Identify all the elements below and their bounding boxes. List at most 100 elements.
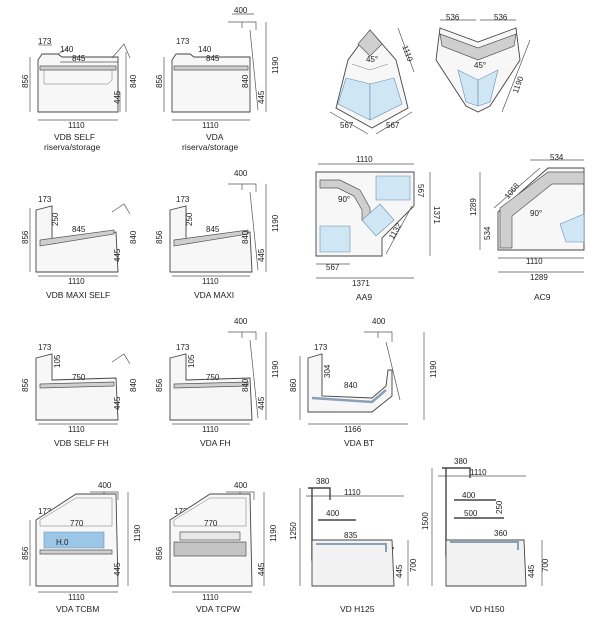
dim-835: 835 [344,531,358,540]
drawing-aa9: 1110 90° 567 1371 1132 567 1371 AA9 [315,155,441,302]
dim-1289: 1289 [530,273,548,282]
drawing-vda-tcpw: 400 173 770 856 1190 445 1110 VDA TCPW [155,481,278,614]
dim-536: 536 [446,13,460,22]
dim-840: 840 [241,74,250,88]
dim-400: 400 [234,6,248,15]
drawing-vd-h125: 380 1110 400 835 1250 445 700 VD H125 [289,477,418,614]
dim-1110: 1110 [400,44,414,63]
dim-1190: 1190 [271,214,280,232]
drawing-vda-bt: 400 173 304 840 860 1190 1166 VDA BT [289,317,438,448]
dim-534: 534 [550,153,564,162]
drawing-vda: 400 173 140 845 856 840 1190 445 1110 VD… [155,6,280,152]
caption-vd-h150: VD H150 [470,604,505,614]
dim-845: 845 [72,225,86,234]
dim-173: 173 [174,507,188,516]
drawing-vda-tcbm: 400 173 770 H.0 856 1190 445 1110 VDA TC… [21,481,142,614]
dim-1190: 1190 [429,360,438,378]
dim-105: 105 [187,354,196,368]
dim-856: 856 [155,378,164,392]
dim-445: 445 [527,564,536,578]
dim-140: 140 [198,45,212,54]
drawing-vda-maxi: 400 173 250 845 856 840 1190 445 1110 VD… [155,169,280,300]
dim-770: 770 [204,519,218,528]
dim-400: 400 [234,481,248,490]
dim-1110: 1110 [344,488,361,497]
dim-173: 173 [38,343,52,352]
dim-840: 840 [241,378,250,392]
drawing-vda-fh: 400 173 105 750 856 840 1190 445 1110 VD… [155,317,280,448]
caption-storage: riserva/storage [182,142,238,152]
dim-840: 840 [129,74,138,88]
dim-445: 445 [113,562,122,576]
dim-1110: 1110 [202,121,219,130]
dim-445: 445 [113,90,122,104]
dim-445: 445 [395,564,404,578]
dim-1190: 1190 [511,75,526,95]
dim-1110: 1110 [202,277,219,286]
dim-380: 380 [454,457,468,466]
dim-250: 250 [51,212,60,226]
dim-400: 400 [326,509,340,518]
caption-vda-tcpw: VDA TCPW [196,604,240,614]
dim-567: 567 [386,121,400,130]
dim-360: 360 [494,529,508,538]
drawing-vd-h150: 380 1110 400 500 250 360 1500 445 700 VD… [421,457,550,614]
caption-aa9: AA9 [356,292,372,302]
dim-1371: 1371 [432,206,441,224]
dim-105: 105 [53,354,62,368]
dim-1110: 1110 [526,257,543,266]
drawing-vdb-maxi-self: 173 250 845 856 840 445 1110 VDB MAXI SE… [21,195,138,300]
dim-250: 250 [495,500,504,514]
dim-750: 750 [72,373,86,382]
dim-400: 400 [234,169,248,178]
dim-173: 173 [38,37,52,46]
dim-173: 173 [38,195,52,204]
dim-445: 445 [257,90,266,104]
dim-856: 856 [155,230,164,244]
dim-400: 400 [98,481,112,490]
dim-90deg: 90° [530,209,542,218]
dim-856: 856 [155,546,164,560]
dim-860: 860 [289,378,298,392]
dim-1190: 1190 [269,524,278,542]
dim-1250: 1250 [289,522,298,540]
caption-vdb-maxi-self: VDB MAXI SELF [46,290,110,300]
caption-vdb-self-fh: VDB SELF FH [54,438,109,448]
dim-534: 534 [483,226,492,240]
dim-536: 536 [494,13,508,22]
dim-445: 445 [113,396,122,410]
dim-445: 445 [257,562,266,576]
caption-vda-bt: VDA BT [344,438,374,448]
label-h0: H.0 [56,538,69,547]
caption-vda-tcbm: VDA TCBM [56,604,99,614]
dim-140: 140 [60,45,74,54]
dim-90deg: 90° [338,195,350,204]
dim-845: 845 [72,54,86,63]
dim-856: 856 [21,74,30,88]
dim-1110: 1110 [68,425,85,434]
dim-173: 173 [176,37,190,46]
dim-770: 770 [70,519,84,528]
dim-856: 856 [21,230,30,244]
dim-840: 840 [129,230,138,244]
dim-445: 445 [257,248,266,262]
dim-500: 500 [464,509,478,518]
dim-173: 173 [314,343,328,352]
caption-vda-fh: VDA FH [200,438,231,448]
dim-400: 400 [372,317,386,326]
dim-840: 840 [129,378,138,392]
drawing-vdb-self-fh: 173 105 750 856 840 445 1110 VDB SELF FH [21,343,138,448]
dim-1110: 1110 [202,593,219,602]
dim-567: 567 [340,121,354,130]
dim-400: 400 [462,491,476,500]
dim-1110: 1110 [356,155,373,164]
caption-vd-h125: VD H125 [340,604,375,614]
dim-445: 445 [113,248,122,262]
dim-173: 173 [176,195,190,204]
drawing-vdb-self: 173 140 845 856 840 445 1110 VDB SELF ri… [21,37,138,152]
dim-45deg: 45° [366,55,378,64]
dim-856: 856 [155,74,164,88]
dim-1190: 1190 [133,524,142,542]
drawing-ac9: 534 90° 1068 1289 534 1110 1289 AC9 [469,153,585,302]
